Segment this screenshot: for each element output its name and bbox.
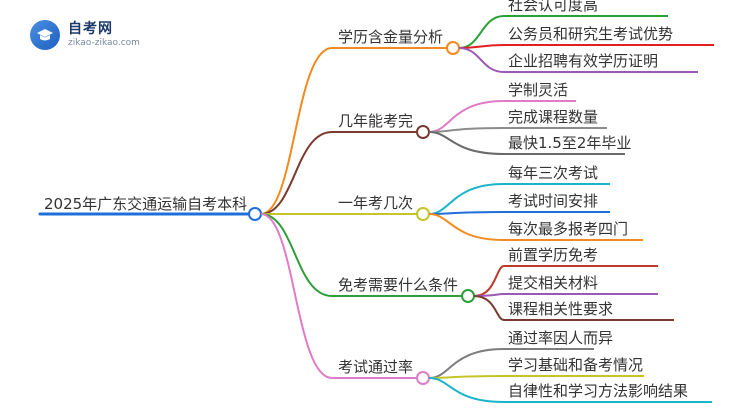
branch-topic[interactable]: 几年能考完	[338, 112, 413, 130]
logo-badge	[30, 20, 60, 50]
leaf-connector	[428, 131, 505, 155]
logo-subtitle: zikao-zikao.com	[68, 38, 140, 48]
leaf-topic[interactable]: 每次最多报考四门	[508, 220, 628, 238]
leaf-topic[interactable]: 每年三次考试	[508, 164, 598, 182]
leaf-topic[interactable]: 学习基础和备考情况	[508, 356, 643, 374]
logo-title: 自考网	[68, 21, 113, 37]
leaf-topic[interactable]: 通过率因人而异	[508, 329, 613, 347]
site-logo[interactable]: 自考网 zikao-zikao.com	[30, 18, 150, 56]
leaf-connector	[428, 183, 505, 215]
leaf-topic[interactable]: 考试时间安排	[508, 192, 598, 210]
branch-topic[interactable]: 一年考几次	[338, 194, 413, 212]
root-topic[interactable]: 2025年广东交通运输自考本科	[44, 195, 247, 213]
branch-node-circle	[416, 207, 430, 221]
leaf-connector	[428, 375, 505, 379]
leaf-topic[interactable]: 最快1.5至2年毕业	[508, 134, 631, 152]
leaf-topic[interactable]: 企业招聘有效学历证明	[508, 52, 658, 70]
branch-node-circle	[461, 289, 475, 303]
branch-node-circle	[446, 41, 460, 55]
branch-topic[interactable]: 免考需要什么条件	[338, 276, 458, 294]
leaf-connector	[473, 265, 505, 297]
leaf-topic[interactable]: 社会认可度高	[508, 0, 598, 14]
leaf-topic[interactable]: 公务员和研究生考试优势	[508, 25, 673, 43]
leaf-connector	[473, 295, 505, 321]
branch-topic[interactable]: 学历含金量分析	[338, 28, 443, 46]
leaf-connector	[428, 213, 505, 241]
branch-connector	[260, 131, 333, 215]
graduation-cap-icon	[37, 29, 53, 41]
branch-topic[interactable]: 考试通过率	[338, 358, 413, 376]
leaf-topic[interactable]: 学制灵活	[508, 81, 568, 99]
leaf-topic[interactable]: 提交相关材料	[508, 274, 598, 292]
leaf-topic[interactable]: 完成课程数量	[508, 108, 598, 126]
branch-connector	[260, 213, 333, 379]
leaf-topic[interactable]: 前置学历免考	[508, 246, 598, 264]
leaf-connector	[428, 377, 505, 403]
branch-connector	[260, 213, 333, 297]
leaf-connector	[428, 348, 505, 379]
branch-node-circle	[416, 125, 430, 139]
leaf-connector	[458, 47, 505, 73]
branch-connector	[260, 47, 333, 215]
leaf-connector	[428, 211, 505, 215]
branch-node-circle	[416, 371, 430, 385]
leaf-topic[interactable]: 自律性和学习方法影响结果	[508, 382, 688, 400]
leaf-topic[interactable]: 课程相关性要求	[508, 300, 613, 318]
leaf-connector	[458, 15, 505, 49]
root-node-circle	[248, 207, 262, 221]
